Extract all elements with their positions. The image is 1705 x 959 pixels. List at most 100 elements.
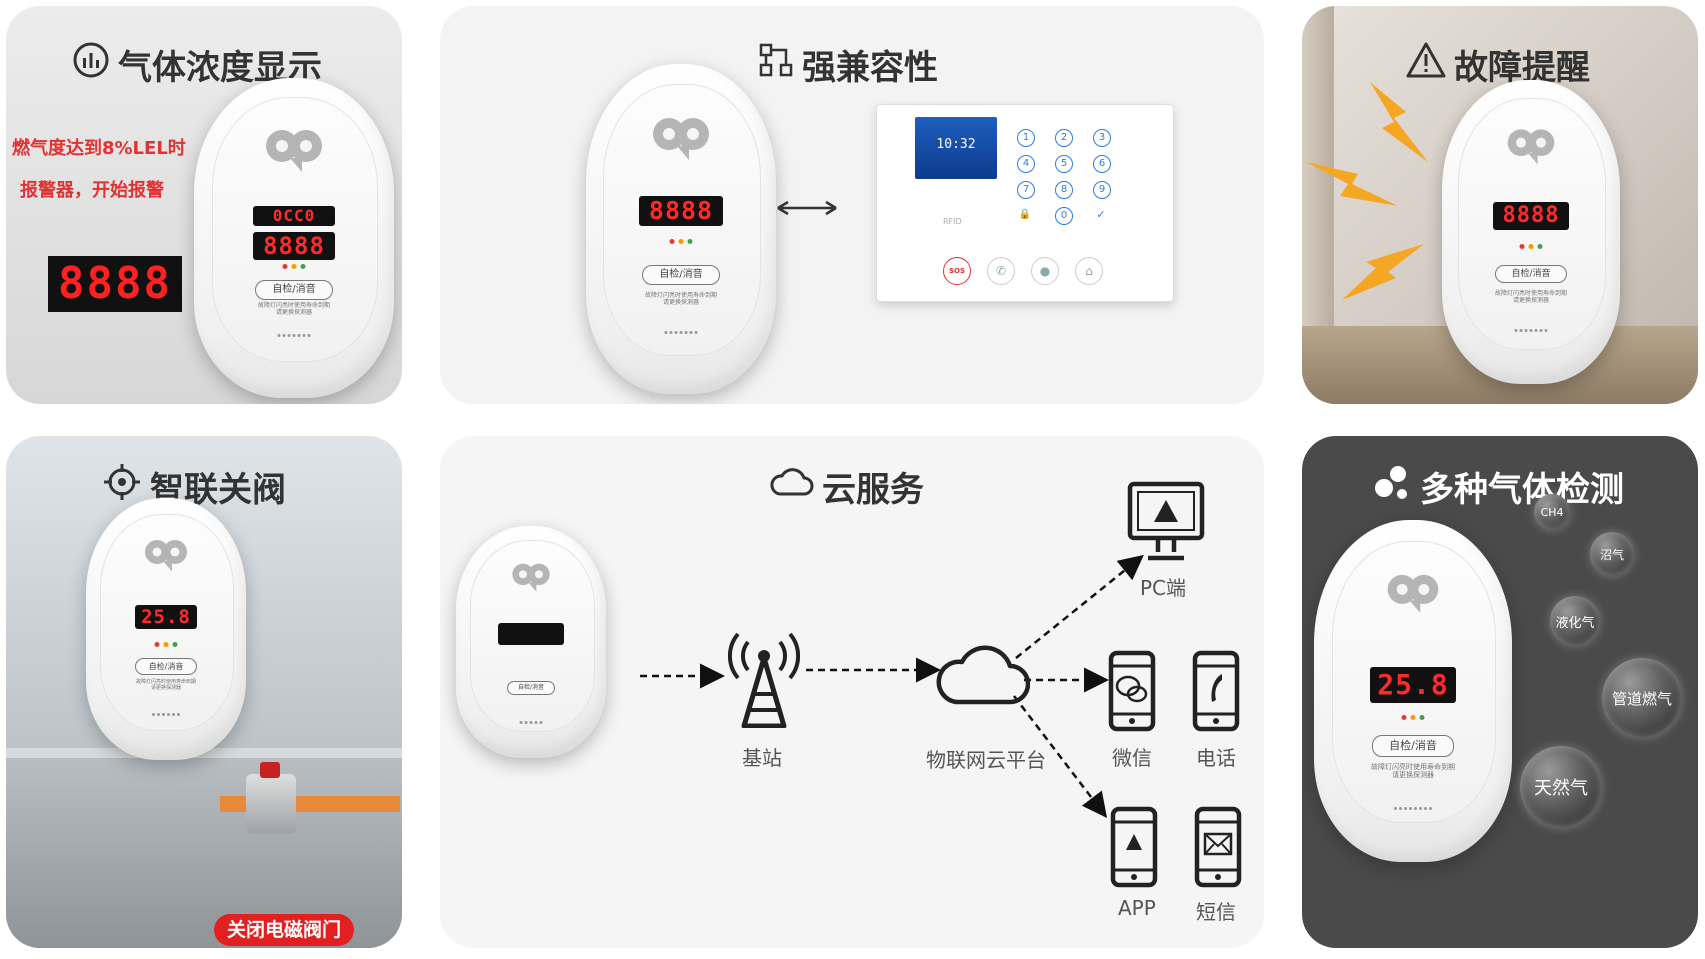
- key-6[interactable]: 6: [1093, 155, 1111, 173]
- alarm-host-panel: 10:32 1 2 3 4 5 6 7 8 9 🔒 0 ✓ RFID SOS ✆…: [876, 104, 1174, 302]
- brand-logo-icon: [262, 126, 326, 178]
- title-text: 云服务: [822, 470, 924, 510]
- key-5[interactable]: 5: [1055, 155, 1073, 173]
- self-test-button[interactable]: 自检/消音: [255, 279, 333, 300]
- app-phone-icon: [1110, 806, 1158, 892]
- led-display: 25.8: [135, 605, 197, 630]
- led-display: 8888: [1493, 201, 1569, 230]
- gas-bubble-pipeline-gas: 管道燃气: [1602, 658, 1682, 738]
- gas-bubble-lpg: 液化气: [1550, 596, 1600, 646]
- brand-logo-icon: [1504, 126, 1558, 170]
- speaker-grille: [152, 712, 180, 716]
- panel-multi-gas: 多种气体检测 25.8 自检/消音 故障灯闪亮时使用寿命到期 请更换探测器 CH…: [1302, 436, 1698, 948]
- panel-cloud-service: 云服务 自检/消音 基站 物联网云平台 PC端 微信 电话: [440, 436, 1264, 948]
- device-note: 故障灯闪亮时使用寿命到期 请更换探测器: [257, 302, 330, 317]
- phone-icon[interactable]: ✆: [987, 257, 1015, 285]
- panel-gas-display: 气体浓度显示 燃气度达到8%LEL时 报警器，开始报警 8888 0CC0 88…: [6, 6, 402, 404]
- cloud-icon: [770, 466, 814, 507]
- indicator-lights: [669, 238, 693, 244]
- self-test-button[interactable]: 自检/消音: [1372, 735, 1454, 758]
- flow-connectors: [640, 554, 1144, 818]
- gas-detector: 8888 自检/消音 故障灯闪亮时使用寿命到期 请更换探测器: [1442, 80, 1620, 384]
- key-8[interactable]: 8: [1055, 181, 1073, 199]
- host-screen: 10:32: [915, 117, 997, 179]
- sos-button[interactable]: SOS: [943, 257, 971, 285]
- pc-label: PC端: [1140, 576, 1187, 600]
- indicator-lights: [1401, 714, 1425, 720]
- gas-detector: 25.8 自检/消音 故障灯闪亮时使用寿命到期 请更换探测器: [1314, 520, 1512, 862]
- gas-detector: 0CC0 8888 自检/消音 故障灯闪亮时使用寿命到期 请更换探测器: [194, 78, 394, 398]
- self-test-button[interactable]: 自检/消音: [507, 681, 555, 696]
- gas-detector: 自检/消音: [456, 526, 606, 758]
- panel-title: 多种气体检测: [1372, 462, 1624, 511]
- microphone-icon[interactable]: ●: [1031, 257, 1059, 285]
- self-test-button[interactable]: 自检/消音: [1495, 265, 1567, 284]
- device-note: 故障灯闪亮时使用寿命到期 请更换探测器: [1494, 289, 1567, 304]
- led-display: 25.8: [1370, 667, 1456, 704]
- alarm-text-line2: 报警器，开始报警: [20, 180, 164, 201]
- wechat-phone-icon: [1108, 650, 1156, 736]
- cell-tower-icon: [718, 632, 810, 732]
- panel-title: 云服务: [770, 462, 924, 511]
- panel-title: 强兼容性: [758, 40, 938, 89]
- solenoid-valve: [246, 774, 296, 834]
- host-keypad: 1 2 3 4 5 6 7 8 9 🔒 0 ✓: [1017, 129, 1137, 225]
- key-7[interactable]: 7: [1017, 181, 1035, 199]
- alarm-text-line1: 燃气度达到8%LEL时: [12, 138, 186, 159]
- led-display: 8888: [639, 196, 723, 226]
- device-note: 故障灯闪亮时使用寿命到期 请更换探测器: [644, 291, 717, 306]
- speaker-grille: [664, 331, 698, 335]
- self-test-button[interactable]: 自检/消音: [642, 265, 720, 286]
- brand-logo-icon: [649, 114, 713, 166]
- wechat-label: 微信: [1112, 746, 1152, 770]
- valve-cap: [260, 762, 280, 778]
- gas-detector: 25.8 自检/消音 故障灯闪亮时使用寿命到期 请更换探测器: [86, 498, 246, 760]
- brand-logo-icon: [509, 561, 553, 597]
- molecule-icon: [1372, 464, 1412, 509]
- large-led-display: 8888: [48, 256, 182, 312]
- gas-detector: 8888 自检/消音 故障灯闪亮时使用寿命到期 请更换探测器: [586, 64, 776, 394]
- led-display-off: [498, 623, 564, 646]
- key-0[interactable]: 0: [1055, 207, 1073, 225]
- gas-bubble-ch4: CH4: [1534, 494, 1570, 530]
- device-note: 故障灯闪亮时使用寿命到期 请更换探测器: [135, 678, 196, 691]
- gas-bubble-biogas: 沼气: [1590, 532, 1634, 576]
- brand-logo-icon: [1384, 571, 1442, 619]
- panel-compatibility: 强兼容性 8888 自检/消音 故障灯闪亮时使用寿命到期 请更换探测器 10:3…: [440, 6, 1264, 404]
- arrow-cloud-to-pc: [1015, 554, 1144, 659]
- key-3[interactable]: 3: [1093, 129, 1111, 147]
- cloud-label: 物联网云平台: [926, 748, 1046, 772]
- key-1[interactable]: 1: [1017, 129, 1035, 147]
- network-nodes-icon: [758, 42, 794, 87]
- speaker-grille: [1514, 329, 1548, 333]
- lightning-icon: [1304, 154, 1400, 216]
- phone-label: 电话: [1196, 746, 1236, 770]
- phone-call-icon: [1192, 650, 1240, 736]
- home-icon[interactable]: ⌂: [1075, 257, 1103, 285]
- rfid-label: RFID: [943, 217, 962, 226]
- gas-bubble-natural-gas: 天然气: [1520, 746, 1602, 828]
- brand-logo-icon: [142, 537, 190, 577]
- title-text: 多种气体检测: [1420, 470, 1624, 510]
- app-label: APP: [1118, 896, 1156, 920]
- key-lock[interactable]: 🔒: [1018, 209, 1032, 220]
- indicator-lights: [1519, 244, 1543, 250]
- indicator-lights: [154, 642, 178, 648]
- speaker-grille: [1394, 807, 1432, 811]
- key-2[interactable]: 2: [1055, 129, 1073, 147]
- speaker-grille: [277, 334, 311, 337]
- self-test-button[interactable]: 自检/消音: [135, 657, 197, 675]
- warning-icon: [1406, 42, 1446, 87]
- panel-fault-alert: 故障提醒 8888 自检/消音 故障灯闪亮时使用寿命到期 请更换探测器: [1302, 6, 1698, 404]
- led-display-top: 0CC0: [253, 206, 335, 226]
- host-screen-time: 10:32: [936, 137, 976, 152]
- panel-smart-valve: 智联关阀 25.8 自检/消音 故障灯闪亮时使用寿命到期 请更换探测器: [6, 436, 402, 948]
- key-confirm[interactable]: ✓: [1096, 208, 1106, 221]
- lightning-icon: [1360, 78, 1434, 172]
- tower-label: 基站: [742, 746, 782, 770]
- key-4[interactable]: 4: [1017, 155, 1035, 173]
- key-9[interactable]: 9: [1093, 181, 1111, 199]
- lightning-icon: [1336, 238, 1426, 306]
- sms-phone-icon: [1194, 806, 1242, 892]
- device-note: 故障灯闪亮时使用寿命到期 请更换探测器: [1371, 762, 1455, 780]
